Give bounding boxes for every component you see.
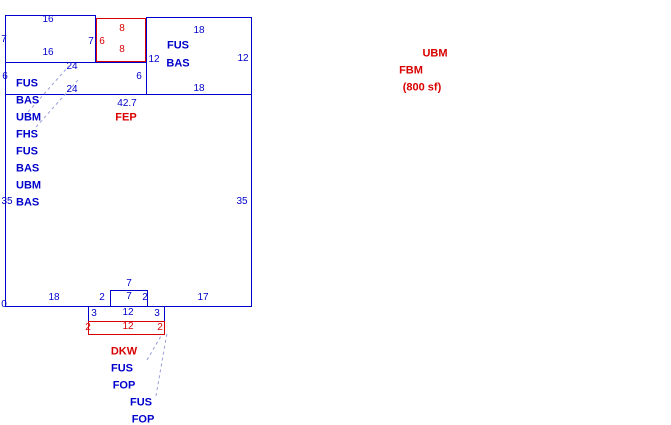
area-label-bas: BAS (166, 57, 190, 70)
dim-label: 16 (42, 14, 54, 25)
dim-label: 0 (1, 299, 7, 310)
dim-label: 35 (1, 196, 13, 207)
dim-label: 17 (197, 292, 209, 303)
area-label-fep: FEP (115, 111, 137, 124)
dim-label: 6 (2, 71, 8, 82)
area-label-fus: FUS (16, 77, 38, 90)
area-label-fhs: FHS (16, 128, 38, 141)
area-label-ubm: UBM (16, 179, 42, 192)
dim-label: 12 (237, 53, 249, 64)
dim-label: 3 (154, 308, 160, 319)
area-label-dkw: DKW (110, 345, 138, 358)
dim-label: 3 (91, 308, 97, 319)
dim-label: 2 (142, 292, 148, 303)
dim-label: 24 (66, 61, 78, 72)
area-label-fop: FOP (112, 379, 136, 392)
leader-line (27, 66, 69, 113)
area-label-bas: BAS (16, 94, 40, 107)
dim-label: 7 (1, 34, 7, 45)
dim-label: 2 (157, 322, 163, 333)
area-label-fop: FOP (131, 413, 155, 425)
dim-label: 18 (48, 292, 60, 303)
dim-label: 42.7 (117, 98, 137, 109)
dim-label: 8 (119, 23, 125, 34)
dim-label: 2 (99, 292, 105, 303)
dim-label: 16 (42, 47, 54, 58)
dim-label: 7 (126, 278, 132, 289)
leader-line (155, 332, 168, 397)
dim-label: 18 (193, 83, 205, 94)
legend-ubm: UBM (422, 47, 448, 60)
dim-label: 7 (126, 291, 132, 302)
area-label-bas: BAS (16, 162, 40, 175)
leader-line (35, 79, 79, 128)
area-label-fus: FUS (111, 362, 133, 375)
leader-line (146, 335, 162, 361)
dim-label: 12 (148, 54, 160, 65)
dim-label: 8 (119, 44, 125, 55)
dim-label: 6 (99, 36, 105, 47)
area-label-bas: BAS (16, 196, 40, 209)
dim-label: 24 (66, 84, 78, 95)
dim-label: 12 (122, 307, 134, 318)
deck-outline (88, 321, 165, 335)
area-label-fus: FUS (130, 396, 152, 409)
dim-label: 12 (122, 321, 134, 332)
area-label-fus: FUS (167, 39, 189, 52)
dim-label: 35 (236, 196, 248, 207)
dim-label: 7 (88, 36, 94, 47)
area-label-ubm: UBM (16, 111, 42, 124)
main-body-outline (5, 94, 252, 307)
legend-square-feet: (800 sf) (402, 81, 442, 94)
dim-label: 6 (136, 71, 142, 82)
section-fep-outline (96, 18, 146, 62)
area-label-fus: FUS (16, 145, 38, 158)
legend-fbm: FBM (399, 64, 423, 77)
dim-label: 2 (85, 322, 91, 333)
dim-label: 18 (193, 25, 205, 36)
